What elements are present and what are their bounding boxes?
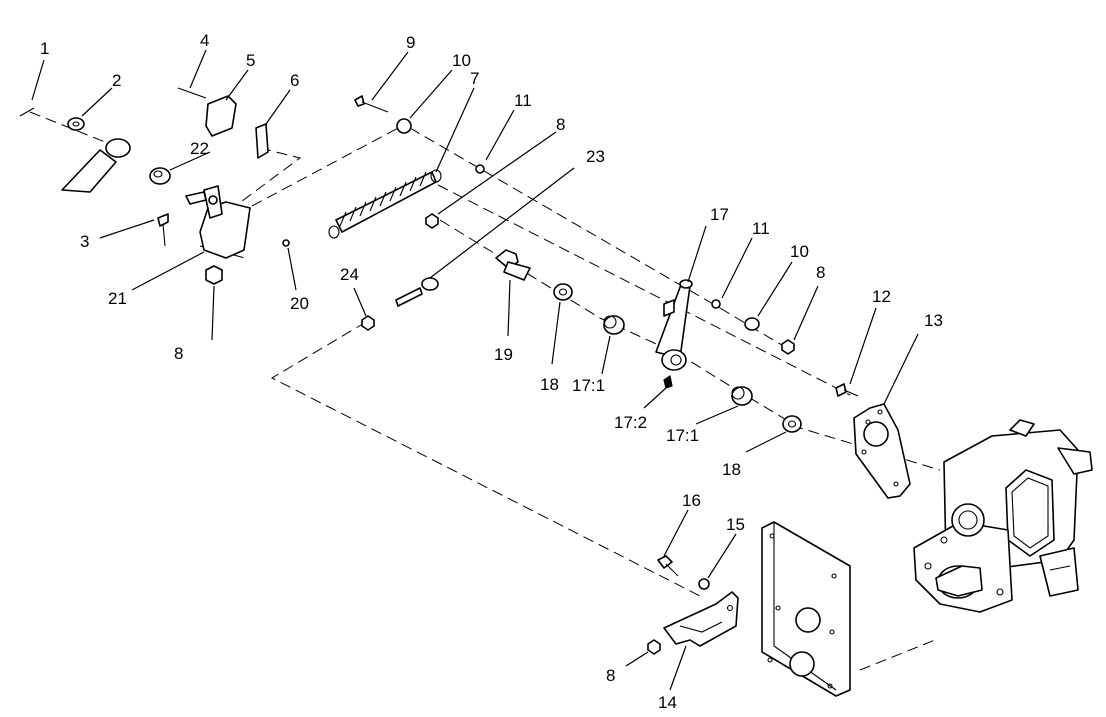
callout-19: 19	[494, 345, 513, 364]
bolt-16	[657, 555, 679, 577]
callout-1: 1	[40, 39, 49, 58]
bolt-3	[157, 213, 169, 247]
nut-8-right	[781, 339, 795, 355]
callout-20: 20	[290, 294, 309, 313]
nut-24	[361, 315, 375, 331]
callout-11: 11	[514, 91, 532, 110]
callout-23: 23	[586, 147, 605, 166]
callout-10: 10	[452, 51, 471, 70]
callout-6: 6	[290, 71, 299, 90]
bracket-21	[185, 185, 251, 259]
bushing-22	[149, 167, 171, 185]
callout-9: 9	[406, 33, 415, 52]
nut-8-bottom	[647, 639, 661, 655]
bushing-17-1-bottom	[731, 386, 753, 406]
callout-14: 14	[658, 693, 677, 712]
washer-11-top	[475, 164, 485, 174]
callout-13: 13	[924, 311, 943, 330]
bracket-14	[663, 591, 739, 647]
mount-plate-large	[761, 521, 851, 697]
callout-24: 24	[340, 265, 359, 284]
eyebolt-23	[395, 277, 439, 307]
callout-labels: 1 2 3 4 5 6 7 8 8 8 8 9 10 10 11 11 12 1…	[40, 31, 943, 712]
callout-8: 8	[816, 263, 825, 282]
bolt-9	[354, 95, 389, 113]
callout-17-2: 17:2	[614, 413, 647, 432]
callout-8: 8	[606, 666, 615, 685]
callout-17-1: 17:1	[572, 376, 605, 395]
leader-lines	[31, 49, 919, 691]
spring-7	[328, 169, 442, 239]
washer-11-right	[711, 299, 721, 309]
callout-8: 8	[174, 344, 183, 363]
callout-12: 12	[872, 287, 891, 306]
callout-4: 4	[200, 31, 209, 50]
callout-21: 21	[108, 289, 127, 308]
washer-2	[67, 117, 85, 131]
callout-17-1: 17:1	[666, 426, 699, 445]
callout-18: 18	[540, 375, 559, 394]
spacer-10-top	[396, 118, 412, 134]
pivot-bolt-19	[495, 249, 531, 281]
callout-22: 22	[190, 139, 209, 158]
mounting-plate-13	[853, 403, 911, 499]
callout-17: 17	[710, 205, 729, 224]
callout-5: 5	[246, 51, 255, 70]
callout-7: 7	[470, 69, 479, 88]
screw-4	[177, 87, 207, 99]
callout-2: 2	[112, 71, 121, 90]
plate-6	[255, 123, 269, 159]
fitting-20	[282, 239, 290, 247]
callout-3: 3	[80, 232, 89, 251]
grease-fitting-17-2	[663, 375, 673, 389]
callout-15: 15	[726, 515, 745, 534]
callout-18: 18	[722, 460, 741, 479]
nut-8-left	[205, 265, 223, 285]
hydraulic-pump	[913, 419, 1093, 613]
block-5	[205, 95, 237, 137]
washer-15	[698, 578, 710, 590]
callout-11: 11	[752, 219, 770, 238]
nut-8-mid	[425, 213, 439, 229]
callout-10: 10	[790, 242, 809, 261]
lever-arm-17	[655, 279, 693, 371]
callout-16: 16	[682, 491, 701, 510]
callout-8: 8	[556, 115, 565, 134]
washer-18-bottom	[782, 415, 802, 433]
spacer-10-right	[744, 317, 760, 331]
control-rod	[61, 138, 131, 193]
washer-18-top	[553, 283, 573, 301]
bushing-17-1-top	[603, 315, 625, 335]
cotter-pin	[19, 107, 35, 117]
screw-12	[835, 383, 859, 397]
